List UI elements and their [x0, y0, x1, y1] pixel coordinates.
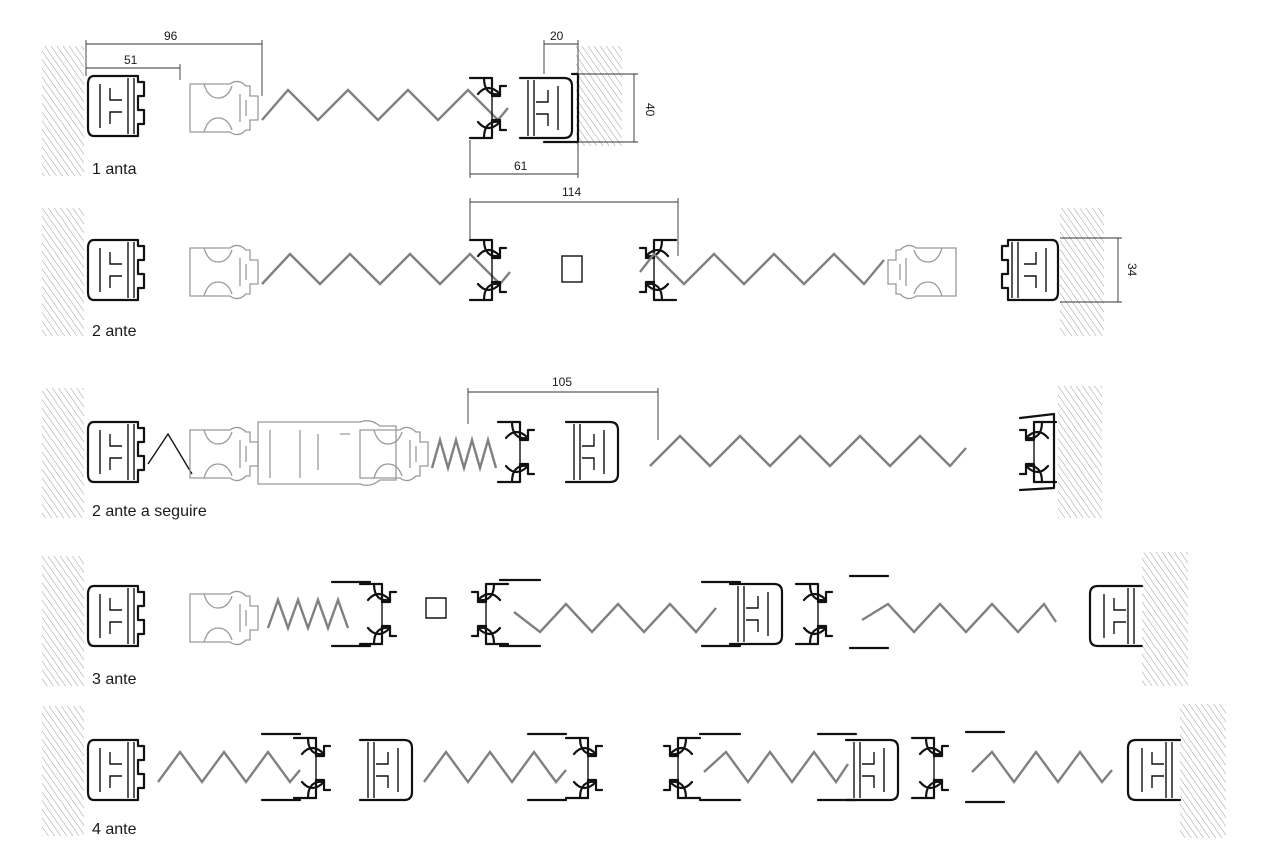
row-label: 2 ante	[92, 323, 137, 340]
end-frame-mid-1	[728, 582, 784, 646]
row-label: 3 ante	[92, 671, 137, 688]
row-1-anta: 96 51 20 40 61 1 anta	[42, 29, 657, 178]
leaf-line-b	[700, 574, 890, 650]
dim-40-line	[578, 73, 638, 143]
row-4-ante: 4 ante	[42, 704, 1226, 838]
wall-hatch-left	[42, 208, 84, 336]
spring-mesh-left	[261, 252, 511, 286]
spring-mesh-4	[971, 749, 1113, 785]
dim-96-line	[85, 40, 263, 96]
row-label: 1 anta	[92, 161, 137, 178]
end-frame-profile	[518, 76, 574, 140]
h-profile-c	[794, 582, 834, 646]
end-bracket	[1018, 412, 1056, 492]
spring-mesh-right	[861, 602, 1057, 634]
h-profile-left	[468, 238, 508, 302]
jamb-profile	[86, 238, 146, 302]
leaf-line-2	[526, 732, 742, 802]
moving-frame-profile-2	[359, 426, 429, 482]
dim-51-line	[86, 64, 181, 80]
wall-hatch-left	[42, 388, 84, 518]
jamb-profile	[86, 74, 146, 138]
end-frame-profile	[564, 420, 620, 484]
row-label: 4 ante	[92, 821, 137, 838]
moving-frame-profile-right	[887, 244, 957, 300]
moving-frame-profile	[189, 590, 259, 646]
end-frame-right	[1126, 738, 1182, 802]
end-frame-right	[1088, 584, 1144, 648]
spring-mesh-right	[639, 252, 885, 286]
h-profile-b	[470, 582, 510, 646]
h-profile-3	[910, 736, 950, 800]
dim-114-line	[469, 198, 679, 256]
h-profile-2b	[662, 736, 702, 800]
dim-40-label: 40	[643, 103, 657, 117]
moving-frame-profile	[189, 244, 259, 300]
row-2-ante: 114 34 2 ante	[42, 185, 1139, 340]
end-bracket	[542, 72, 580, 144]
leaf-line-3	[816, 730, 1006, 804]
wall-hatch-right	[1058, 386, 1102, 518]
dim-20-line	[543, 40, 579, 74]
dim-61-line	[469, 140, 579, 178]
dim-20-label: 20	[550, 29, 564, 43]
dim-34-line	[1060, 237, 1122, 303]
wall-hatch-left	[42, 556, 84, 686]
spring-mesh-mid	[513, 602, 717, 634]
wall-hatch-right	[1180, 704, 1226, 838]
leaf-line-a	[330, 578, 542, 648]
spring-mesh-compressed	[266, 596, 350, 632]
dim-114-label: 114	[562, 185, 581, 199]
dim-51-label: 51	[124, 53, 138, 67]
wall-hatch-left	[42, 46, 84, 176]
h-profile-a	[358, 582, 398, 646]
row-label: 2 ante a seguire	[92, 503, 207, 520]
h-profile	[468, 76, 508, 140]
wall-hatch-left	[42, 706, 84, 836]
moving-frame-profile	[189, 80, 259, 136]
spring-mesh-open	[649, 434, 967, 468]
end-frame-2	[358, 738, 414, 802]
h-profile-right	[1018, 420, 1058, 484]
row-3-ante: 3 ante	[42, 552, 1188, 688]
spring-mesh-3	[703, 749, 849, 785]
wall-hatch-right	[1060, 208, 1104, 336]
jamb-profile-right	[1000, 238, 1060, 302]
dim-61-label: 61	[514, 159, 528, 173]
row-2-ante-a-seguire: 105 2 ante a seguire	[42, 375, 1102, 520]
dim-34-label: 34	[1125, 263, 1139, 277]
double-grey-frame	[257, 420, 397, 486]
spring-mesh-compressed	[430, 435, 498, 473]
spring-mesh	[261, 88, 509, 122]
lock-a	[425, 597, 447, 619]
h-profile-2a	[564, 736, 604, 800]
h-profile-1	[292, 736, 332, 800]
dim-105-line	[467, 388, 659, 440]
dim-105-label: 105	[552, 375, 572, 389]
diagonal-brace	[147, 432, 193, 475]
jamb-profile	[86, 738, 146, 802]
dim-96-label: 96	[164, 29, 178, 43]
leaf-line-1	[260, 732, 302, 802]
spring-mesh-2	[423, 749, 567, 785]
end-frame-3	[844, 738, 900, 802]
spring-mesh-1	[157, 749, 301, 785]
jamb-profile	[86, 584, 146, 648]
jamb-profile	[86, 420, 146, 484]
wall-hatch-right	[1142, 552, 1188, 686]
h-profile	[496, 420, 536, 484]
center-lock	[561, 255, 583, 283]
moving-frame-profile-1	[189, 426, 259, 482]
wall-hatch-right	[576, 46, 622, 146]
